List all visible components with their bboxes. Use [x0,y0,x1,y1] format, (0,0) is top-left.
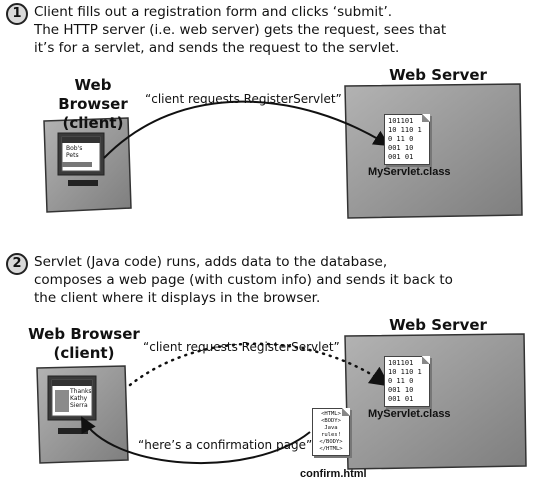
request-quote-1: “client requests RegisterServlet” [145,92,342,106]
servlet-file-name-1: MyServlet.class [368,166,451,178]
request-arrow-2 [128,342,391,387]
response-quote-2: “here’s a confirmation page” [138,438,313,452]
servlet-file-2: 101101 10 110 1 0 11 0 001 10 001 01 [384,356,430,407]
html-file-name: confirm.html [300,468,367,480]
step-1-text: Client fills out a registration form and… [34,4,447,56]
step-1-number: 1 [6,3,28,25]
request-arrow-1 [103,100,390,159]
step-2: 2 Servlet (Java code) runs, adds data to… [6,253,536,309]
client-box-2 [36,365,129,464]
screen-text-2: Thanks Kathy Sierra [70,388,92,409]
server-box-2 [344,333,527,470]
servlet-file-1: 101101 10 110 1 0 11 0 001 10 001 01 [384,114,430,165]
step-1: 1 Client fills out a registration form a… [6,3,536,59]
browser-label-1: Web Browser (client) [58,76,128,132]
step-2-text: Servlet (Java code) runs, adds data to t… [34,254,453,306]
servlet-file-name-2: MyServlet.class [368,408,451,420]
browser-label-2: Web Browser (client) [28,325,140,362]
html-file: <HTML> <BODY> Java rules! </BODY> </HTML… [312,408,350,456]
client-box-1 [43,117,132,213]
response-arrow-2 [81,416,311,464]
server-label-1: Web Server [389,66,487,84]
step-2-number: 2 [6,253,28,275]
screen-text-1: Bob's Pets [66,145,83,159]
server-box-1 [344,83,523,219]
request-quote-2: “client requests RegisterServlet” [143,340,340,354]
server-label-2: Web Server [389,316,487,334]
